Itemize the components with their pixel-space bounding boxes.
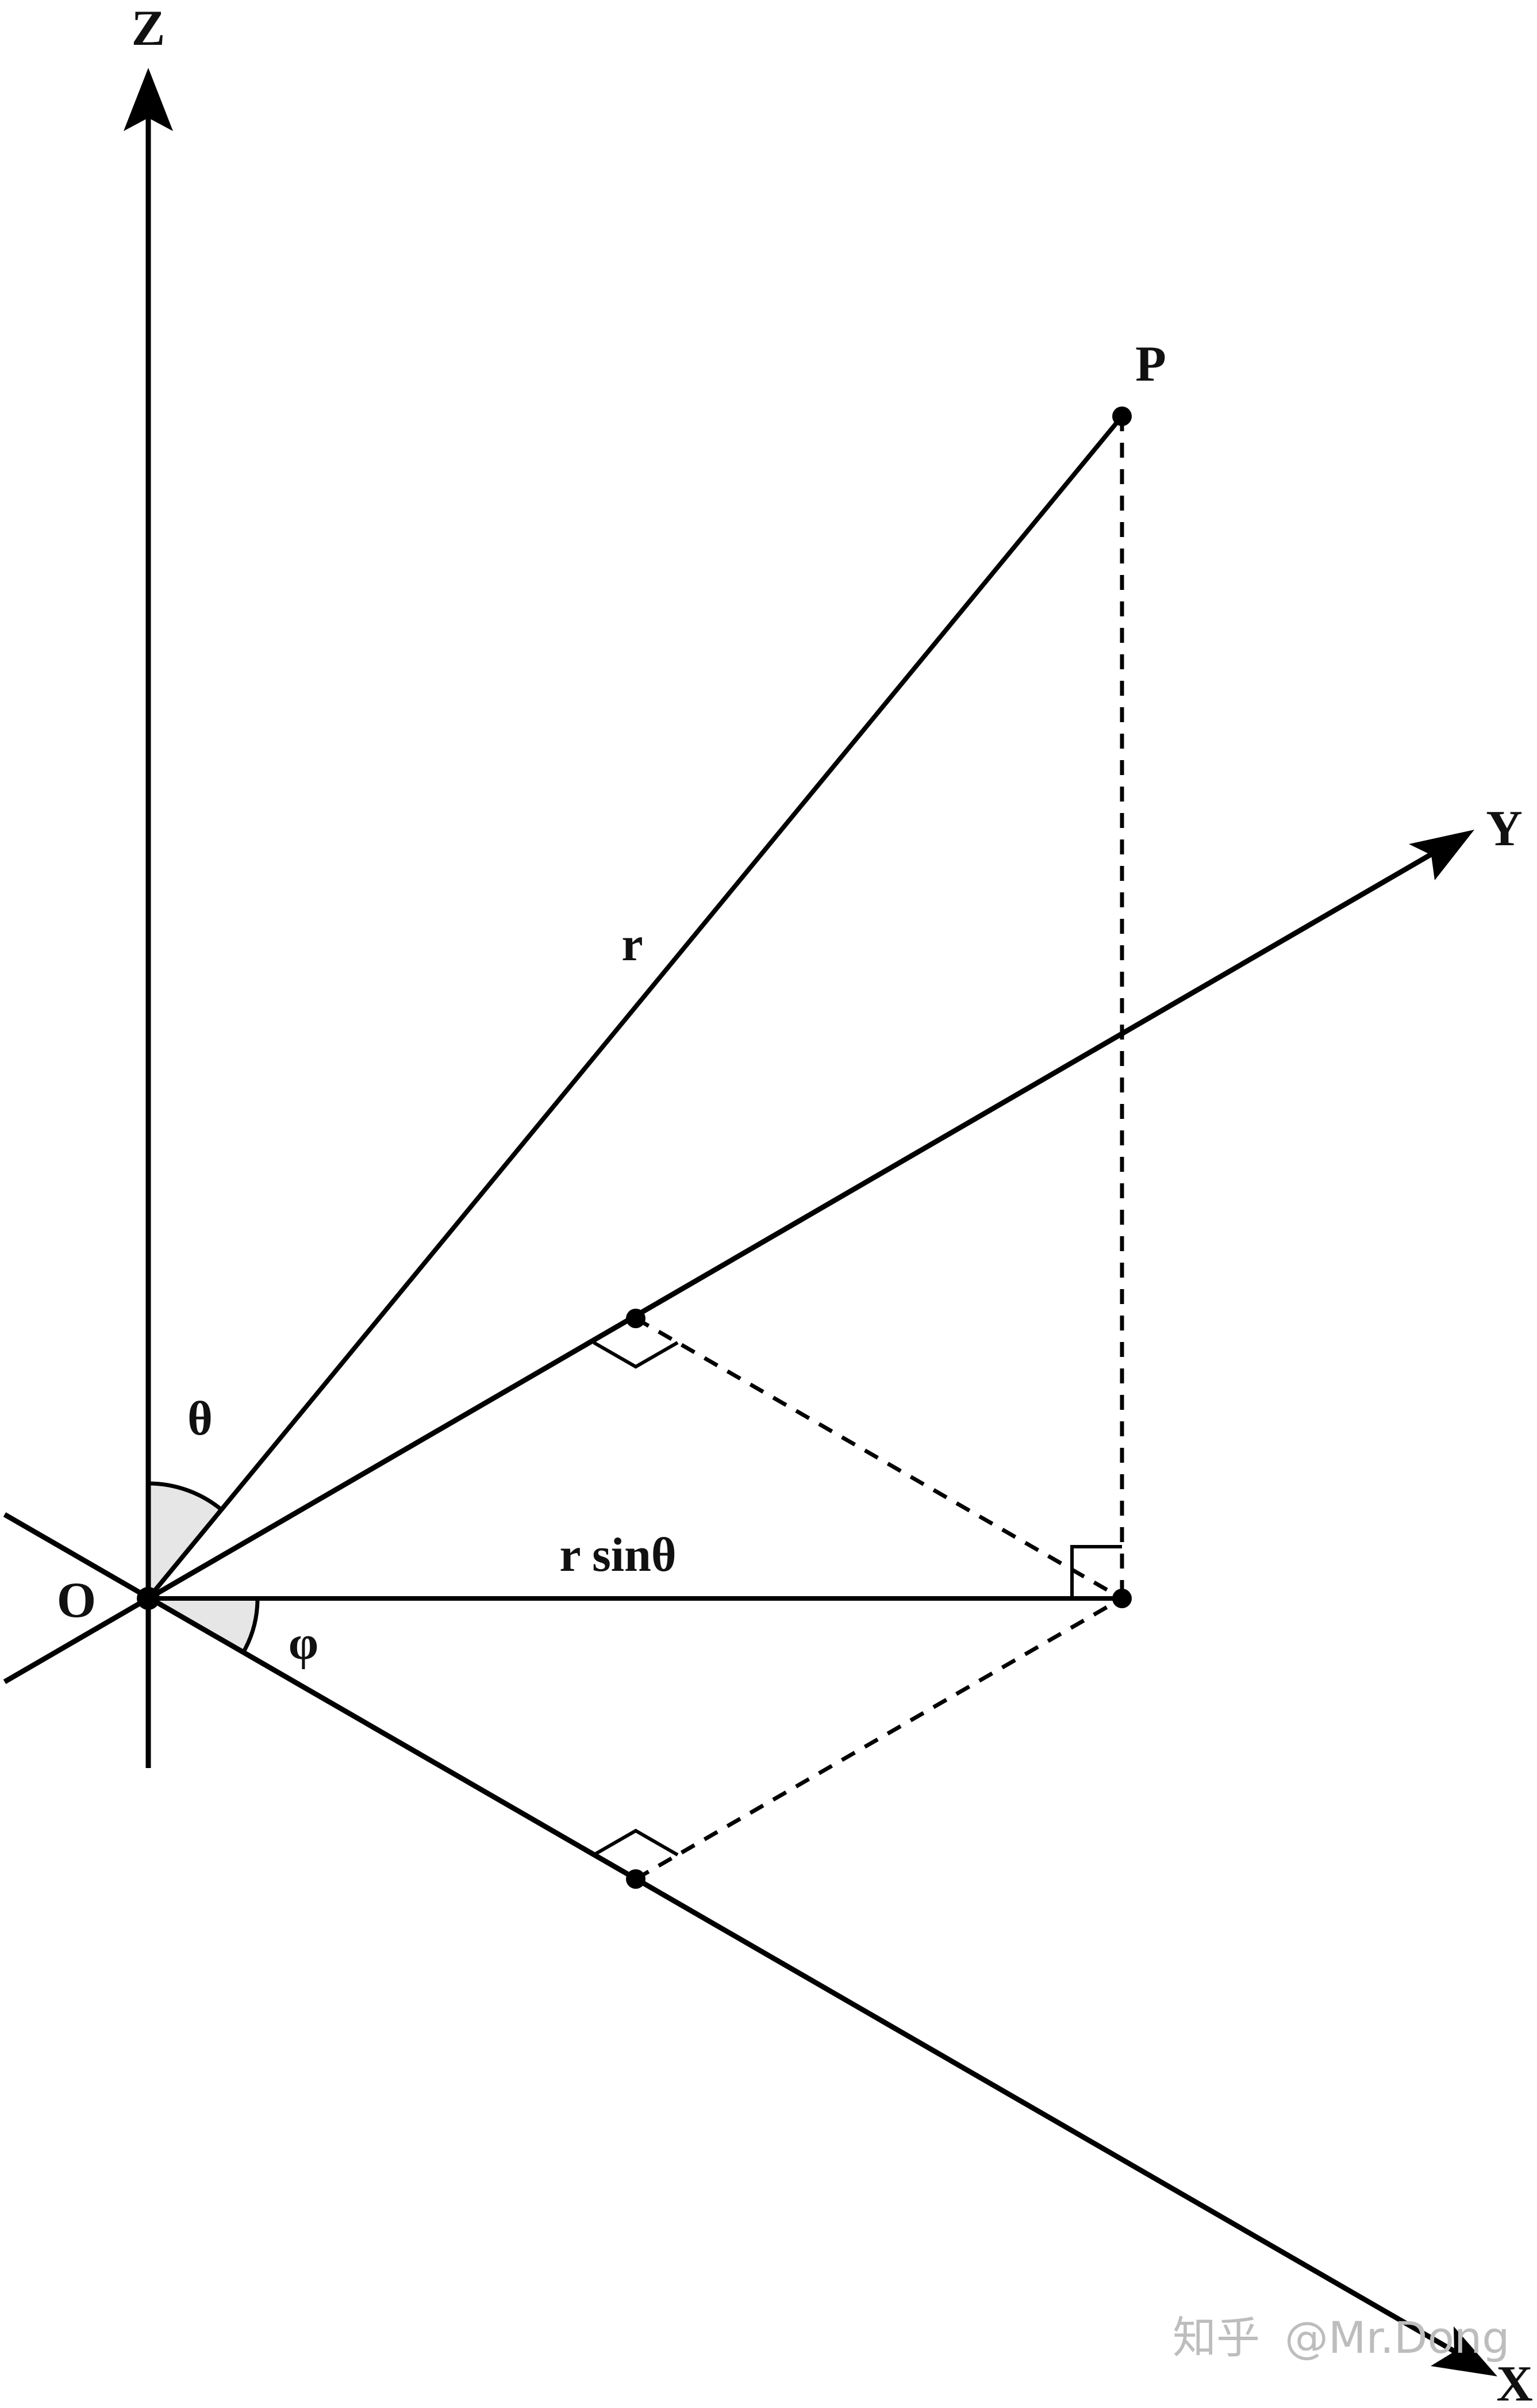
- x-axis-line: [3, 1512, 1462, 2357]
- y-component-dashed-line: [635, 1316, 1123, 1601]
- theta-label: θ: [187, 1392, 213, 1445]
- radius-label: r: [621, 918, 643, 971]
- y-axis-arrowhead: [1409, 830, 1474, 880]
- x-component-dashed-line: [635, 1596, 1123, 1881]
- origin-point: [137, 1587, 160, 1610]
- right-angle-marker-y-axis: [593, 1341, 679, 1369]
- right-angle-marker-projection: [1070, 1545, 1122, 1598]
- watermark-author: @Mr.Dong: [1285, 2312, 1509, 2363]
- y-axis-label: Y: [1486, 801, 1523, 857]
- point-p-label: P: [1135, 336, 1166, 392]
- y-axis-line: [3, 849, 1439, 1684]
- x-axis-arrowhead: [1431, 2326, 1497, 2376]
- phi-label: φ: [289, 1616, 318, 1670]
- z-axis-label: Z: [132, 1, 166, 56]
- y-foot-point: [626, 1309, 645, 1328]
- x-axis-label: X: [1496, 2356, 1533, 2408]
- point-p: [1112, 407, 1132, 426]
- x-foot-point: [626, 1869, 645, 1889]
- origin-label: O: [57, 1573, 96, 1628]
- right-angle-marker-x-axis: [593, 1828, 679, 1857]
- radius-vector-line: [146, 415, 1124, 1600]
- theta-angle-arc: [148, 1481, 224, 1512]
- projection-label: r sinθ: [559, 1528, 676, 1582]
- phi-angle-arc: [240, 1598, 260, 1655]
- watermark-site: 知乎: [1173, 2312, 1260, 2363]
- z-axis-arrowhead: [124, 68, 173, 131]
- theta-angle-wedge: [148, 1483, 222, 1598]
- projection-point: [1112, 1589, 1132, 1608]
